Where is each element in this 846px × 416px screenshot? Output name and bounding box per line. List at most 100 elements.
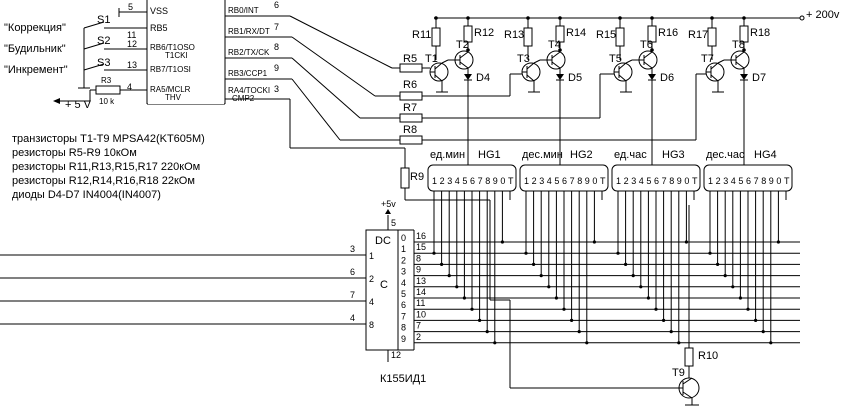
- stage-left-resistor-label: R17: [688, 29, 708, 41]
- decoder-output-pin: 11: [416, 298, 425, 308]
- tube-pin: 3: [723, 176, 728, 186]
- note-r11-r17: резисторы R11,R13,R15,R17 220кОм: [12, 161, 200, 173]
- r5-label: R5: [403, 53, 417, 65]
- decoder-input-weight: 2: [369, 274, 374, 284]
- switch-label-increment: "Инкремент": [4, 64, 68, 76]
- r8-label: R8: [403, 124, 417, 136]
- decoder-output-digit: 8: [401, 323, 406, 333]
- stage-left-resistor: [707, 27, 717, 47]
- decoder-input-pin: 6: [350, 267, 355, 277]
- tube-pin: 4: [455, 176, 460, 186]
- mcu-pin-rb2: RB2/TX/CK: [228, 48, 270, 57]
- supply-plus5-label: + 5 V: [65, 99, 92, 111]
- decoder-output-digit: 7: [401, 311, 406, 321]
- tube-pin: 6: [746, 176, 751, 186]
- tube-pin: 5: [738, 176, 743, 186]
- tube-pin: 0: [776, 176, 781, 186]
- tube-pin: 8: [485, 176, 490, 186]
- base-resistors: R5 R6 R7 R8 R9: [392, 53, 706, 200]
- stage-right-transistor-label: T6: [640, 39, 653, 51]
- mcu-pin-8-num: 8: [274, 42, 279, 52]
- decoder-body: [365, 229, 399, 351]
- tube-name: HG3: [662, 149, 685, 161]
- decoder-output-digit: 3: [401, 267, 406, 277]
- tube-pin: 3: [539, 176, 544, 186]
- stage-left-resistor-label: R13: [504, 29, 524, 41]
- stage-right-transistor-label: T8: [732, 39, 745, 51]
- tube-pin: 0: [500, 176, 505, 186]
- decoder-output-pin: 14: [416, 287, 426, 297]
- tube-pin: T: [508, 176, 514, 186]
- mcu-pin-rb7: RB7/T1OSI: [150, 65, 191, 74]
- component-notes: транзисторы Т1-Т9 MPSA42(KT605M) резисто…: [12, 133, 205, 201]
- decoder-gnd-pin: 12: [391, 350, 401, 360]
- decoder-k155id1: DC C К155ИД1 +5v 5 12: [365, 199, 426, 385]
- microcontroller: 5 VSS 11 RB5 12 RB6/T1OSO T1CKI 13 RB7/T…: [127, 0, 279, 105]
- r7-label: R7: [403, 102, 417, 114]
- decoder-plus5v: +5v: [381, 199, 396, 209]
- note-r12-r18: резисторы R12,R14,R16,R18 22кОм: [12, 175, 195, 187]
- tube-pin: 6: [562, 176, 567, 186]
- stage-right-resistor-label: R16: [658, 27, 678, 39]
- stage-right-resistor-label: R14: [566, 27, 586, 39]
- switch-s1-name: S1: [97, 14, 110, 26]
- hv-rail: + 200v: [434, 9, 840, 21]
- tube-pin: 1: [616, 176, 621, 186]
- stage-diode-label: D7: [752, 72, 766, 84]
- resistor-r10: [684, 347, 694, 367]
- stage-right-resistor-label: R12: [474, 27, 494, 39]
- stage-left-resistor: [523, 27, 533, 47]
- tube-pin: 5: [462, 176, 467, 186]
- decoder-output-digit: 1: [401, 244, 406, 254]
- decoder-dc-label: DC: [375, 235, 391, 247]
- mcu-pin-rb3: RB3/CCP1: [228, 69, 268, 78]
- tube-pin: 2: [532, 176, 537, 186]
- tube-pin: 9: [493, 176, 498, 186]
- r6-label: R6: [403, 79, 417, 91]
- decoder-output-digit: 6: [401, 300, 406, 310]
- stage-left-transistor-label: T3: [517, 53, 530, 65]
- resistor-r3: [95, 85, 121, 95]
- stage-left-transistor-label: T1: [425, 53, 438, 65]
- tube-label: дес.мин: [522, 149, 563, 161]
- tube-pin: 5: [554, 176, 559, 186]
- mcu-pin-rb0: RB0/INT: [228, 6, 259, 15]
- mcu-pin-11-num: 11: [127, 30, 136, 40]
- decoder-input-pin: 3: [350, 244, 355, 254]
- resistor-r9: [400, 167, 410, 189]
- r10-label: R10: [698, 350, 718, 362]
- stage-left-resistor-label: R11: [412, 29, 431, 41]
- tube-wiring: [524, 191, 603, 345]
- r3-value: 10 k: [99, 97, 115, 106]
- stage-diode-label: D4: [476, 72, 490, 84]
- stage-left-resistor-label: R15: [596, 29, 616, 41]
- tube-wiring: [708, 191, 787, 345]
- decoder-name: К155ИД1: [380, 373, 426, 385]
- decoder-output-pin: 15: [416, 242, 426, 252]
- tube-pin: 4: [547, 176, 552, 186]
- tube-label: ед.мин: [430, 149, 465, 161]
- stage-diode-label: D6: [660, 72, 674, 84]
- note-r5-r9: резисторы R5-R9 10кОм: [12, 147, 137, 159]
- mcu-pin-thv: THV: [165, 93, 182, 102]
- mcu-pin-ra5: RA5/MCLR: [150, 85, 191, 94]
- decoder-output-1: 1 15: [401, 242, 800, 254]
- decoder-output-pin: 16: [416, 231, 426, 241]
- mcu-pin-rb1: RB1/RX/DT: [228, 27, 270, 36]
- tube-pin: 3: [631, 176, 636, 186]
- mcu-pin-7-num: 7: [274, 22, 279, 32]
- stage-diode-label: D5: [568, 72, 582, 84]
- tube-wiring: [432, 191, 511, 345]
- tube-pin: T: [784, 176, 790, 186]
- mcu-output-wires: [225, 15, 406, 168]
- tube-pin: 2: [440, 176, 445, 186]
